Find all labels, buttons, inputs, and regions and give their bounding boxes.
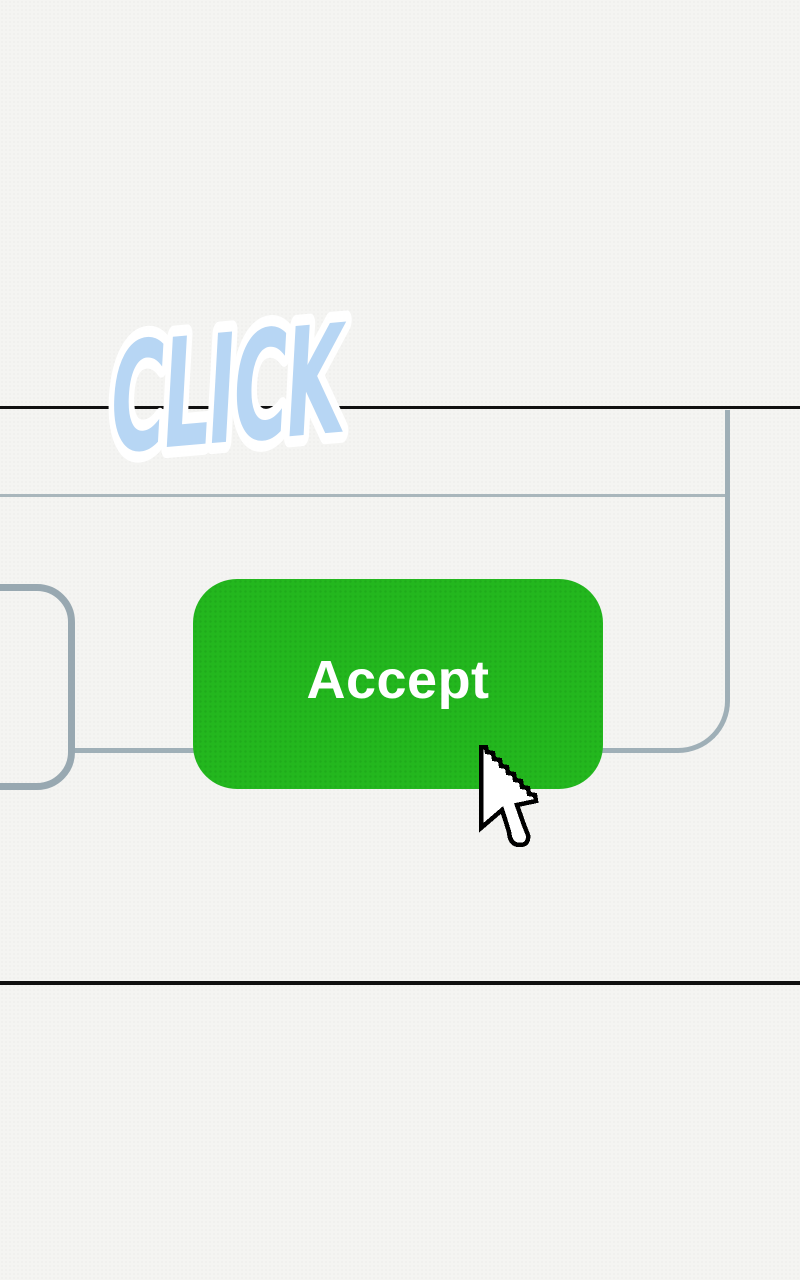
dialog-divider-line — [0, 494, 728, 497]
click-annotation-text: CLICK — [106, 292, 351, 489]
accept-button[interactable]: Accept — [193, 579, 603, 789]
secondary-button-outline[interactable] — [0, 584, 75, 790]
dialog-frame-outline — [600, 410, 730, 753]
click-annotation: CLICK — [98, 285, 359, 497]
top-border-line — [0, 406, 800, 409]
accept-button-label: Accept — [306, 650, 490, 710]
click-annotation-group: CLICK — [98, 285, 359, 497]
bottom-border-line — [0, 981, 800, 985]
